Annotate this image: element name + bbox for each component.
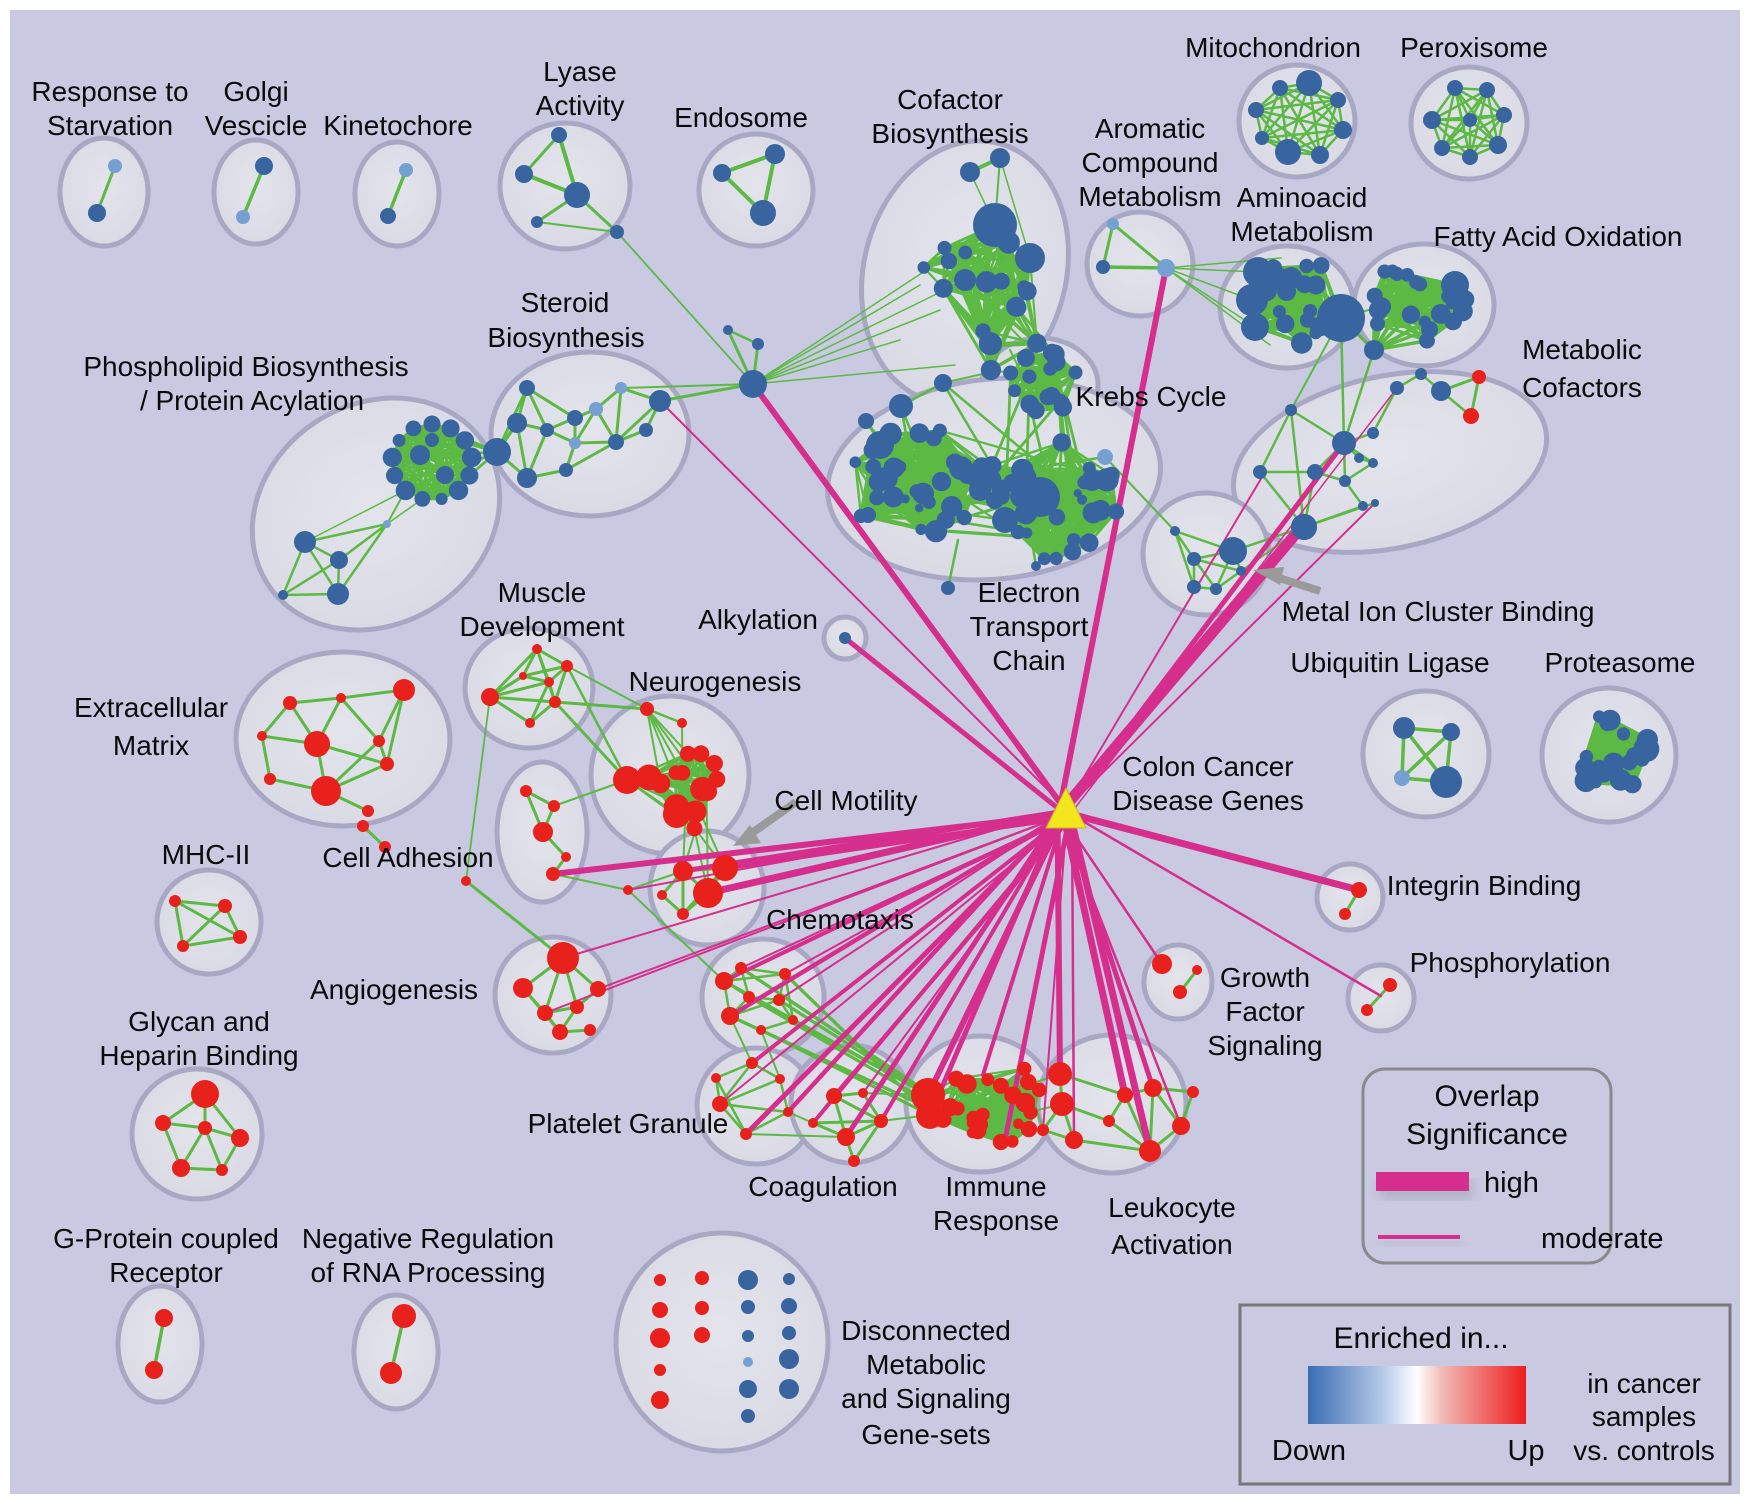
svg-text:Lyase: Lyase [543,56,617,87]
svg-text:Negative Regulation: Negative Regulation [302,1223,554,1254]
svg-text:in cancer: in cancer [1587,1368,1701,1399]
svg-text:moderate: moderate [1541,1223,1664,1255]
svg-text:and Signaling: and Signaling [841,1383,1011,1414]
svg-text:/ Protein Acylation: / Protein Acylation [140,385,364,416]
svg-text:Response to: Response to [31,76,188,107]
svg-text:Angiogenesis: Angiogenesis [310,974,478,1005]
svg-text:Heparin Binding: Heparin Binding [99,1040,298,1071]
svg-text:Mitochondrion: Mitochondrion [1185,32,1361,63]
svg-text:G-Protein coupled: G-Protein coupled [53,1223,279,1254]
svg-text:Compound: Compound [1082,147,1219,178]
svg-text:Fatty Acid Oxidation: Fatty Acid Oxidation [1433,221,1682,252]
svg-text:Coagulation: Coagulation [748,1171,897,1202]
svg-text:Proteasome: Proteasome [1545,647,1696,678]
svg-text:Growth: Growth [1220,962,1310,993]
svg-text:Signaling: Signaling [1207,1030,1322,1061]
svg-text:Immune: Immune [945,1171,1046,1202]
svg-text:Activity: Activity [536,90,625,121]
svg-text:Electron: Electron [978,577,1081,608]
svg-text:Leukocyte: Leukocyte [1108,1192,1236,1223]
svg-text:Activation: Activation [1111,1229,1232,1260]
svg-text:Overlap: Overlap [1434,1080,1539,1113]
svg-text:Phospholipid Biosynthesis: Phospholipid Biosynthesis [83,351,408,382]
svg-text:Alkylation: Alkylation [698,604,818,635]
svg-text:Neurogenesis: Neurogenesis [629,666,802,697]
svg-text:Kinetochore: Kinetochore [323,110,472,141]
svg-text:Steroid: Steroid [521,287,610,318]
svg-text:Phosphorylation: Phosphorylation [1410,947,1611,978]
svg-text:Factor: Factor [1225,996,1304,1027]
svg-text:Cofactors: Cofactors [1522,372,1642,403]
svg-text:Ubiquitin Ligase: Ubiquitin Ligase [1290,647,1489,678]
svg-text:Disease Genes: Disease Genes [1112,785,1303,816]
svg-text:Integrin Binding: Integrin Binding [1387,870,1582,901]
svg-text:Extracellular: Extracellular [74,692,228,723]
svg-text:Aromatic: Aromatic [1095,113,1205,144]
svg-text:Metabolic: Metabolic [866,1349,986,1380]
svg-text:Metabolism: Metabolism [1078,181,1221,212]
svg-text:Gene-sets: Gene-sets [861,1419,990,1450]
svg-text:Cell Adhesion: Cell Adhesion [322,842,493,873]
svg-text:Significance: Significance [1406,1118,1568,1151]
svg-text:Chain: Chain [992,645,1065,676]
svg-text:Endosome: Endosome [674,102,808,133]
svg-text:Metabolic: Metabolic [1522,334,1642,365]
svg-text:Golgi: Golgi [223,76,288,107]
svg-text:Matrix: Matrix [113,730,189,761]
svg-text:Muscle: Muscle [498,577,587,608]
svg-text:high: high [1484,1167,1539,1199]
svg-text:Chemotaxis: Chemotaxis [766,904,914,935]
svg-text:Response: Response [933,1205,1059,1236]
svg-text:Glycan and: Glycan and [128,1006,270,1037]
svg-text:Down: Down [1272,1435,1346,1467]
svg-text:samples: samples [1592,1401,1696,1432]
svg-text:Metabolism: Metabolism [1230,216,1373,247]
svg-text:Cofactor: Cofactor [897,84,1003,115]
svg-text:Platelet Granule: Platelet Granule [528,1108,729,1139]
svg-text:Disconnected: Disconnected [841,1315,1011,1346]
svg-text:Krebs Cycle: Krebs Cycle [1076,381,1227,412]
svg-text:Development: Development [460,611,625,642]
svg-text:Starvation: Starvation [47,110,173,141]
svg-text:Biosynthesis: Biosynthesis [871,118,1028,149]
svg-text:Cell Motility: Cell Motility [774,785,917,816]
svg-text:of RNA Processing: of RNA Processing [311,1257,546,1288]
svg-text:Enriched in...: Enriched in... [1333,1322,1508,1355]
svg-text:Up: Up [1507,1435,1544,1467]
svg-text:MHC-II: MHC-II [162,839,251,870]
svg-text:Receptor: Receptor [109,1257,223,1288]
svg-text:Metal Ion Cluster Binding: Metal Ion Cluster Binding [1282,596,1595,627]
svg-text:Transport: Transport [970,611,1089,642]
svg-text:Biosynthesis: Biosynthesis [487,322,644,353]
svg-text:Colon Cancer: Colon Cancer [1122,751,1293,782]
svg-text:Peroxisome: Peroxisome [1400,32,1548,63]
svg-text:vs. controls: vs. controls [1573,1435,1715,1466]
svg-text:Aminoacid: Aminoacid [1237,182,1368,213]
svg-text:Vescicle: Vescicle [205,110,308,141]
